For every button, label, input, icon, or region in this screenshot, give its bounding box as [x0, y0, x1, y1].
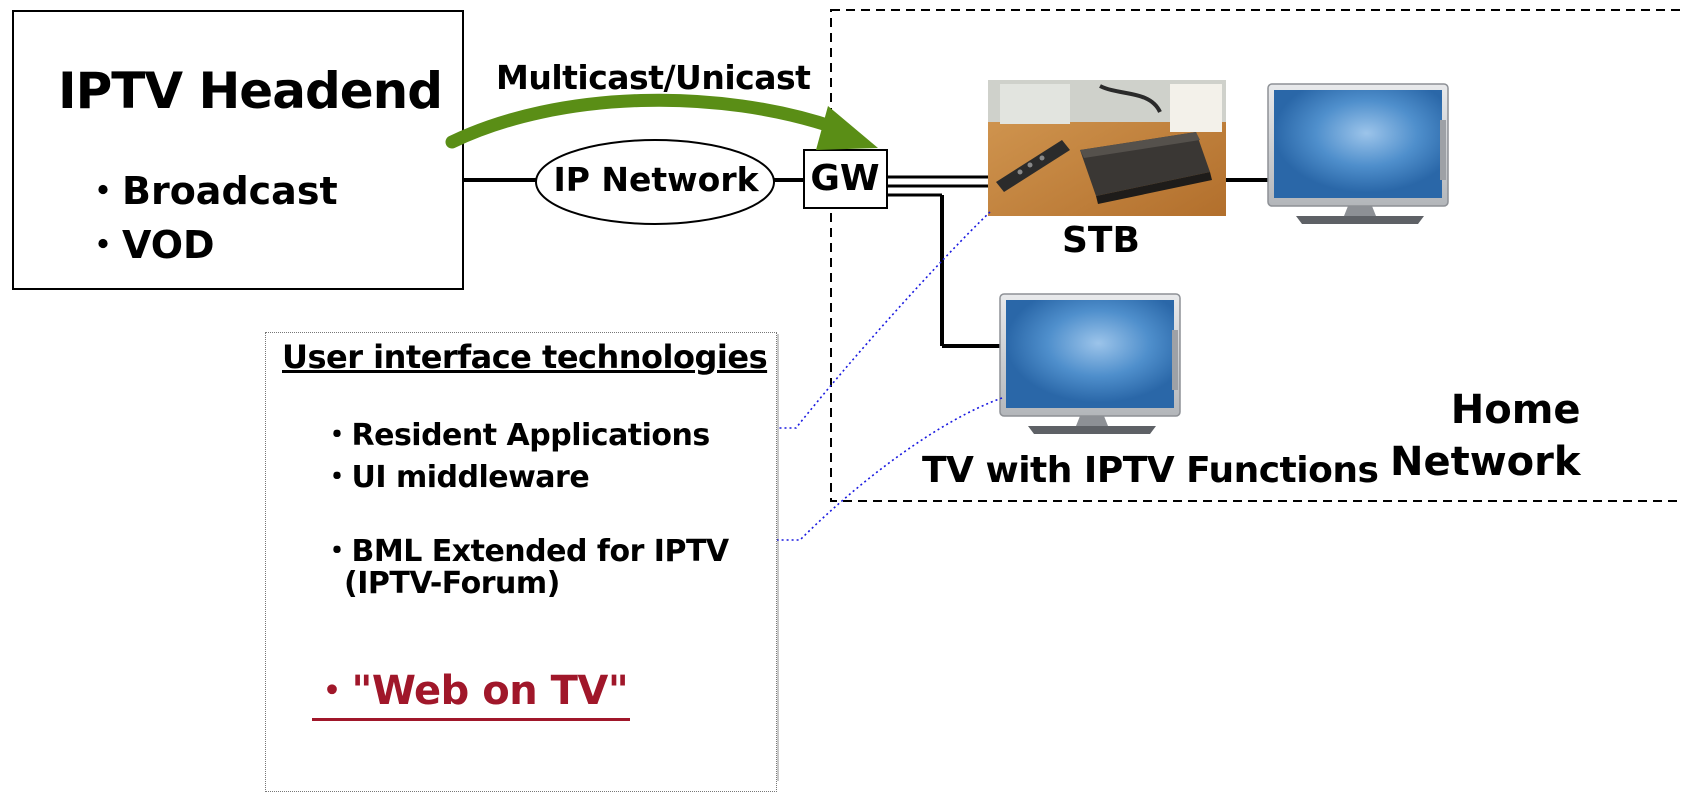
- tv-iptv-label: TV with IPTV Functions: [922, 450, 1379, 491]
- stb-pointer-arrow: [752, 211, 991, 428]
- headend-bullet-broadcast: ・Broadcast: [84, 169, 338, 213]
- ip-network-ellipse: [535, 139, 775, 225]
- ui-item-resident-apps: ・Resident Applications: [322, 418, 710, 453]
- ui-technologies-panel: [265, 332, 777, 792]
- gw-stb-double-line: [887, 175, 988, 188]
- ui-item-bml-forum: (IPTV-Forum): [344, 566, 560, 601]
- home-network-label: Home Network: [1390, 387, 1581, 485]
- tv-monitor-icon: [999, 293, 1181, 434]
- multicast-unicast-label: Multicast/Unicast: [496, 58, 811, 97]
- multicast-arrowhead: [816, 106, 878, 150]
- tv-pointer-arrow: [752, 397, 1003, 540]
- tv-monitor-icon: [1267, 83, 1449, 224]
- gateway-label: GW: [810, 158, 880, 199]
- web-on-tv-label: ・"Web on TV": [312, 658, 631, 721]
- ui-item-bml-extended: ・BML Extended for IPTV: [322, 534, 729, 569]
- ip-network-label: IP Network: [553, 160, 759, 199]
- stb-label: STB: [1062, 220, 1140, 261]
- gw-tv2-double-line: [887, 193, 1002, 348]
- ui-item-ui-middleware: ・UI middleware: [322, 460, 590, 495]
- multicast-arrow: [445, 93, 843, 149]
- headend-box: [12, 10, 464, 290]
- stb-photo: [988, 80, 1226, 216]
- ui-technologies-title: User interface technologies: [282, 338, 768, 376]
- headend-title: IPTV Headend: [58, 62, 443, 120]
- gateway-box: [803, 149, 888, 209]
- headend-bullet-vod: ・VOD: [84, 223, 215, 267]
